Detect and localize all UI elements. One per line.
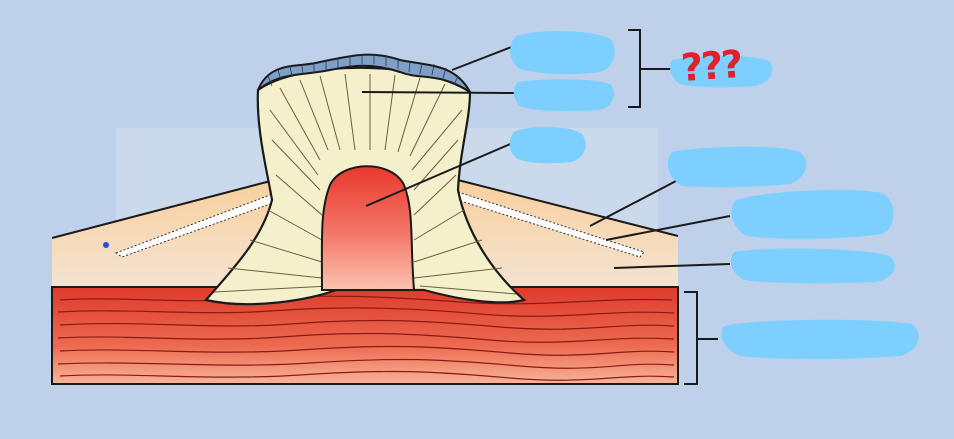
stippled-layer-right bbox=[453, 191, 645, 258]
question-marks-text: ??? bbox=[679, 41, 743, 91]
dentin-tubules bbox=[213, 73, 517, 295]
leader-line-2 bbox=[361, 91, 516, 94]
enamel-cap bbox=[257, 53, 471, 93]
leader-line-1 bbox=[451, 45, 515, 71]
label-3-pulp[interactable] bbox=[509, 126, 586, 164]
outer-surface-line-right bbox=[449, 177, 679, 237]
label-5-inner-layer[interactable] bbox=[731, 189, 894, 239]
leader-line-4 bbox=[589, 180, 677, 227]
leader-lines bbox=[361, 29, 731, 385]
muscle-fibers bbox=[57, 295, 675, 381]
label-7-muscle-layer[interactable] bbox=[721, 319, 919, 359]
pulp bbox=[320, 165, 416, 291]
leader-line-5 bbox=[605, 215, 731, 241]
label-2-dentin[interactable] bbox=[513, 79, 615, 112]
leader-line-6 bbox=[613, 263, 731, 269]
bracket-muscle bbox=[684, 291, 698, 385]
marker-dot bbox=[103, 242, 109, 248]
bracket-top bbox=[628, 29, 641, 108]
stippled-layer-left bbox=[114, 191, 285, 258]
enamel-striations bbox=[267, 54, 459, 87]
label-4-outer-layer[interactable] bbox=[667, 146, 807, 188]
label-1-enamel-cap[interactable] bbox=[510, 31, 615, 75]
hidden-labels bbox=[509, 31, 919, 359]
leader-line-3 bbox=[365, 141, 516, 207]
label-6-connective-tissue[interactable] bbox=[730, 248, 895, 284]
question-highlight bbox=[670, 55, 773, 88]
outer-surface-line-left bbox=[51, 177, 283, 239]
